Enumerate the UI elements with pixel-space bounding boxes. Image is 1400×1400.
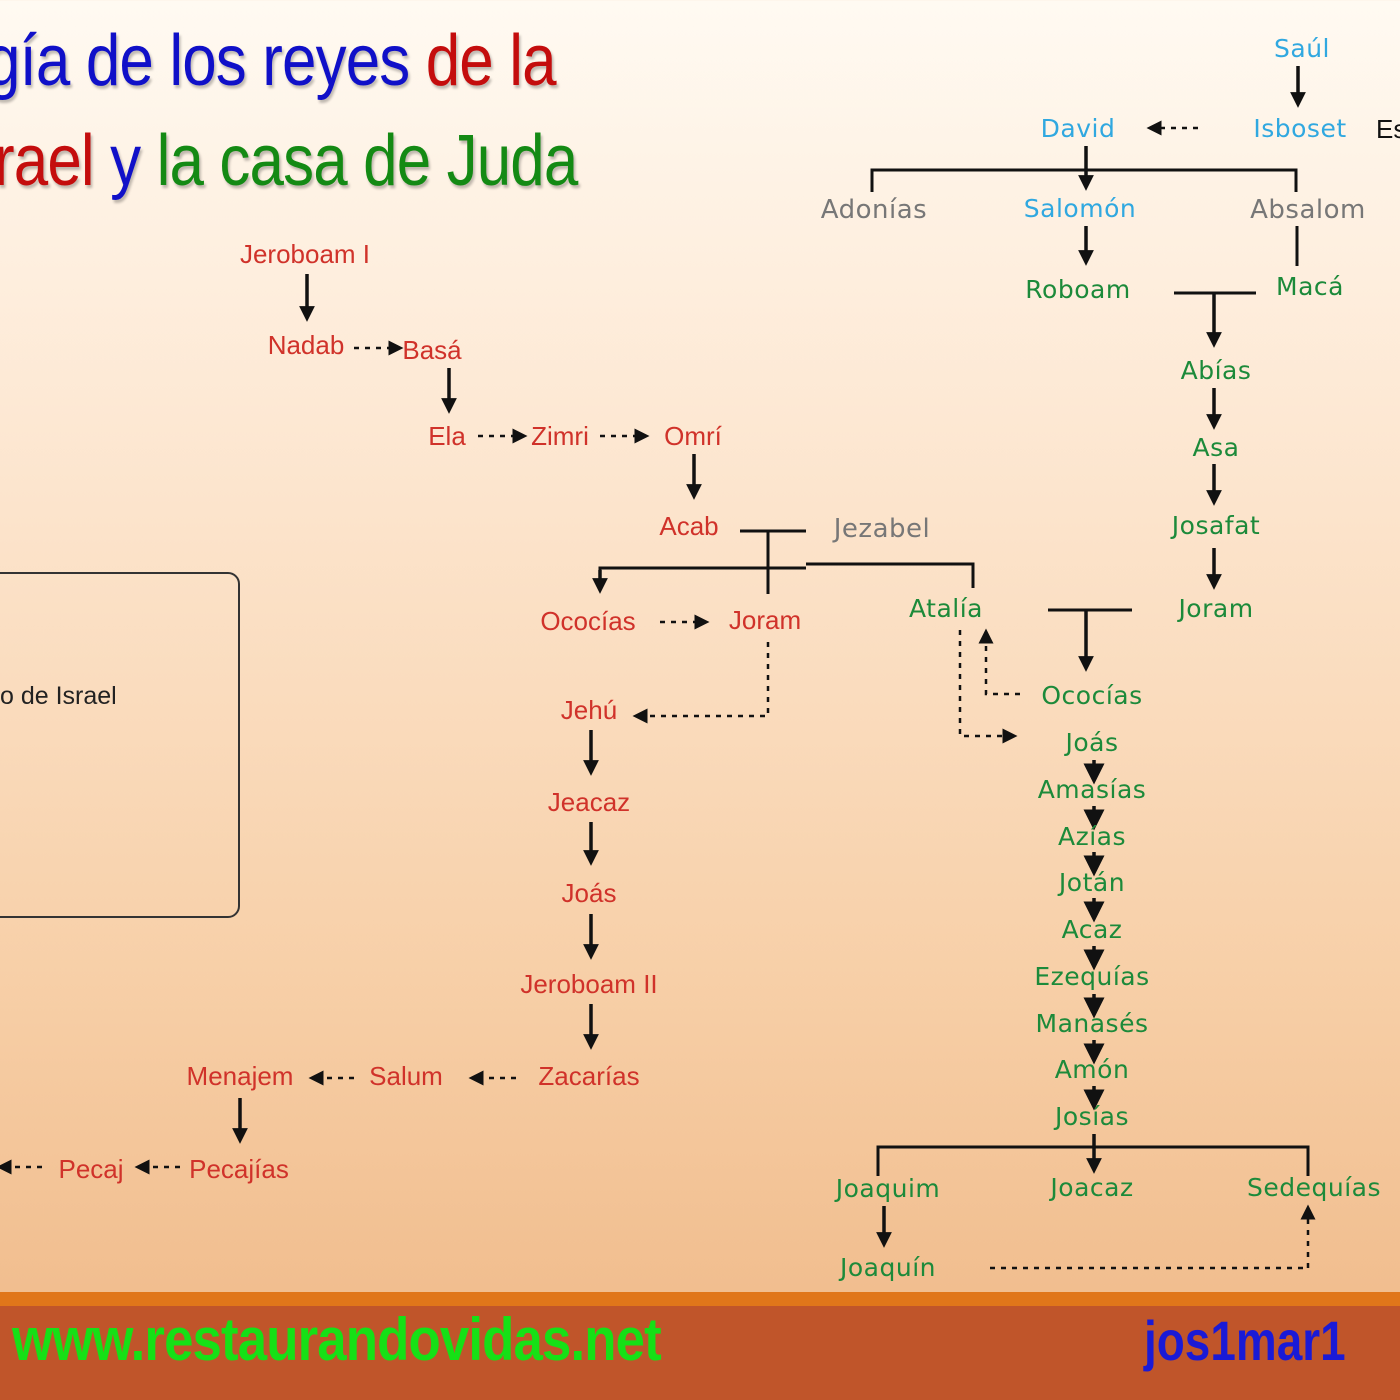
queen-atalia: Atalía: [909, 594, 983, 623]
person-maca: Macá: [1276, 272, 1344, 301]
king-joacaz: Joacaz: [1050, 1173, 1134, 1202]
king-acaz: Acaz: [1061, 915, 1123, 944]
king-joaquin: Joaquín: [840, 1253, 936, 1282]
king-jeroboam-ii: Jeroboam II: [520, 969, 658, 999]
king-jehu: Jehú: [560, 695, 618, 725]
king-omri: Omrí: [664, 421, 722, 451]
king-joram-juda: Joram: [1178, 594, 1254, 623]
king-joas-juda: Joás: [1065, 728, 1119, 757]
king-salomon: Salomón: [1023, 194, 1137, 223]
king-menajem: Menajem: [186, 1061, 294, 1091]
footer-bar: [0, 1292, 1400, 1400]
king-ococias-israel: Ococías: [540, 606, 636, 636]
king-ela: Ela: [428, 421, 466, 451]
brand-label: jos1mar1: [1144, 1309, 1346, 1372]
person-adonias: Adonías: [820, 195, 928, 225]
king-joram-israel: Joram: [728, 605, 802, 635]
king-manases: Manasés: [1035, 1009, 1149, 1038]
king-ezequias: Ezequías: [1034, 962, 1150, 991]
king-asa: Asa: [1192, 433, 1240, 462]
king-nadab: Nadab: [267, 330, 345, 360]
king-pecaj: Pecaj: [58, 1154, 124, 1184]
legend-box: [0, 572, 240, 918]
title-part: y: [110, 121, 157, 201]
king-david: David: [1040, 114, 1116, 143]
edge-label-es: Es: [1376, 114, 1400, 144]
person-absalom: Absalom: [1250, 195, 1366, 225]
title-part: la casa de Juda: [156, 121, 579, 201]
king-saul: Saúl: [1274, 34, 1330, 63]
king-josias: Josías: [1055, 1102, 1129, 1131]
king-josafat: Josafat: [1171, 511, 1261, 540]
king-jeroboam-i: Jeroboam I: [239, 239, 371, 269]
king-acab: Acab: [659, 511, 719, 541]
title-part: de la: [425, 21, 557, 101]
legend-label: o de Israel: [0, 682, 117, 710]
title-line-2: rael y la casa de Juda: [0, 120, 579, 202]
title-part: rael: [0, 121, 111, 201]
king-abias: Abías: [1180, 356, 1252, 385]
king-amon: Amón: [1054, 1055, 1130, 1084]
website-link[interactable]: www.restaurandovidas.net: [12, 1306, 662, 1373]
king-isboset: Isboset: [1253, 114, 1347, 143]
king-ococias-juda: Ococías: [1041, 681, 1143, 710]
king-pecajias: Pecajías: [189, 1154, 289, 1184]
king-roboam: Roboam: [1025, 275, 1131, 304]
king-salum: Salum: [369, 1061, 443, 1091]
king-joas-israel: Joás: [561, 878, 617, 908]
person-jezabel: Jezabel: [833, 514, 931, 544]
king-zimri: Zimri: [531, 421, 589, 451]
king-sedequias: Sedequías: [1246, 1173, 1382, 1202]
title-line-1: gía de los reyes de la: [0, 20, 557, 102]
title-part: gía de los reyes: [0, 21, 426, 101]
king-amasias: Amasías: [1037, 775, 1147, 804]
king-jotan: Jotán: [1058, 868, 1126, 897]
king-joaquim: Joaquim: [835, 1174, 941, 1203]
king-jeacaz: Jeacaz: [547, 787, 631, 817]
king-basa: Basá: [402, 335, 462, 365]
king-zacarias: Zacarías: [538, 1061, 640, 1091]
king-azias: Azías: [1057, 822, 1127, 851]
